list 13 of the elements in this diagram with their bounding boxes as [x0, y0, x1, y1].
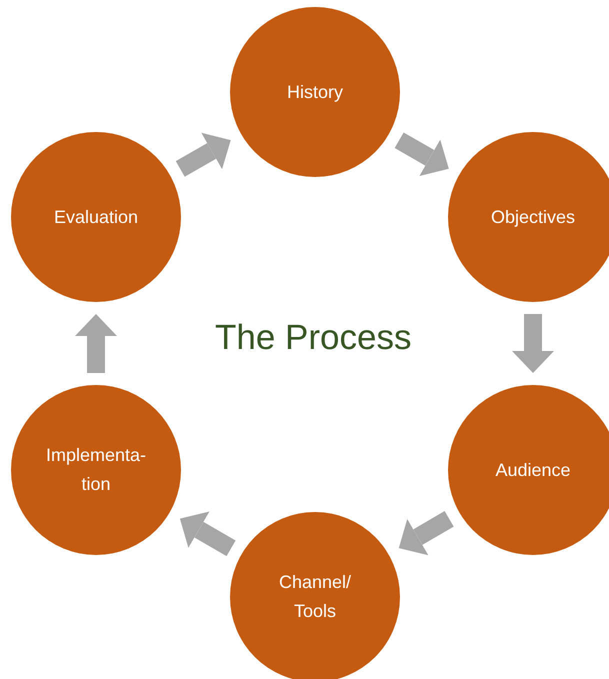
diagram-title: The Process: [215, 317, 412, 359]
step-label: Channel/ Tools: [278, 571, 352, 623]
block-arrow: [398, 511, 454, 556]
step-label: Audience: [495, 458, 571, 482]
block-arrow: [394, 132, 449, 176]
step-label: Evaluation: [54, 206, 138, 229]
block-arrow: [75, 314, 117, 373]
block-arrow: [512, 314, 554, 373]
step-label: Implementa- tion: [44, 444, 148, 496]
block-arrow: [180, 512, 236, 556]
step-label: History: [286, 80, 343, 104]
step-label: Objectives: [490, 206, 576, 229]
block-arrow: [176, 132, 231, 177]
